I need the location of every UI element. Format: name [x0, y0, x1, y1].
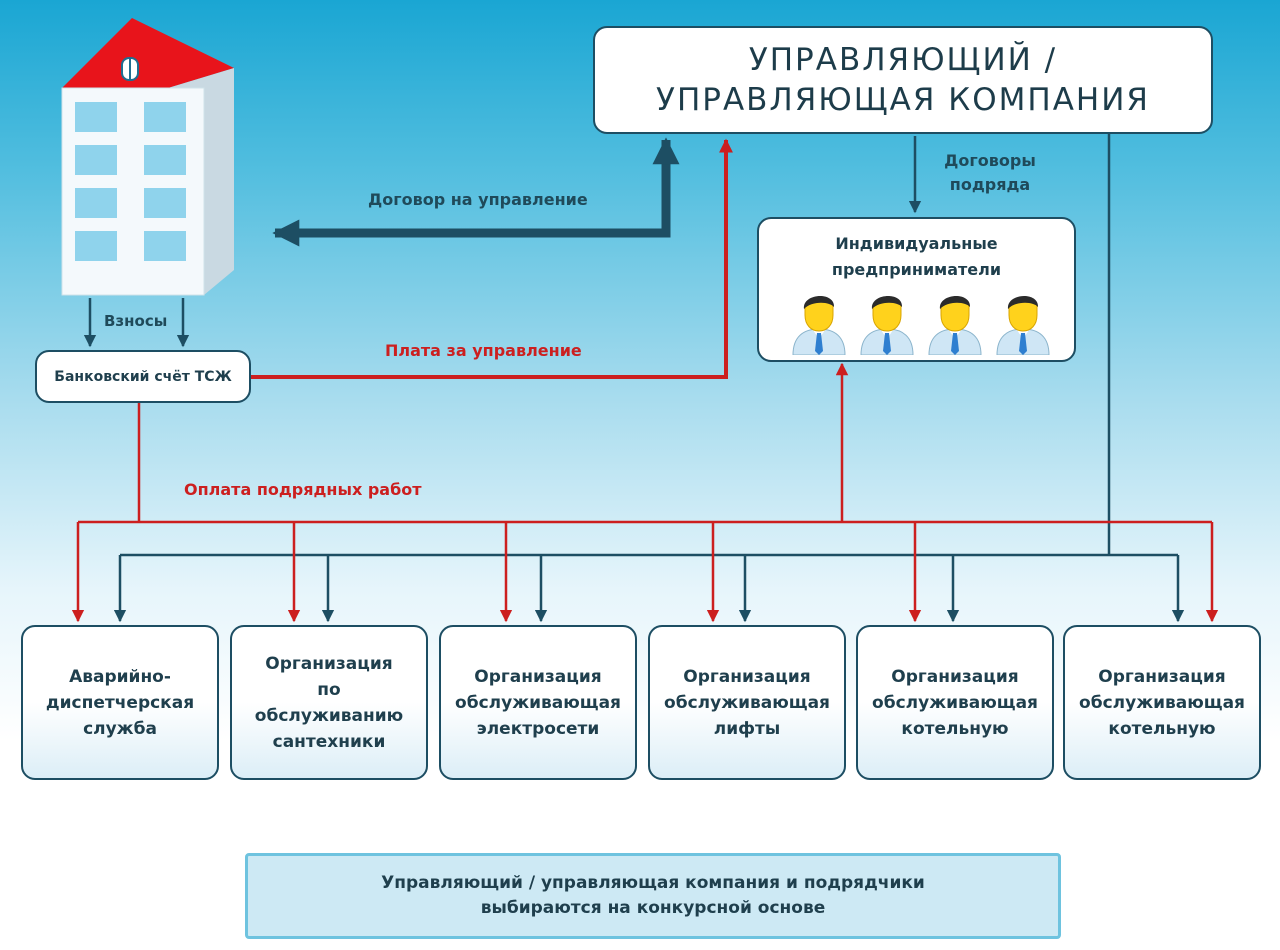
organization-line: котельную	[901, 718, 1009, 739]
manager-box: УПРАВЛЯЮЩИЙ / УПРАВЛЯЮЩАЯ КОМПАНИЯ	[593, 26, 1213, 134]
organization-box: Организация обслуживающая котельную	[1063, 625, 1261, 780]
person-icon	[860, 295, 914, 355]
organization-line: обслуживающая	[664, 692, 830, 713]
footer-note: Управляющий / управляющая компания и под…	[245, 853, 1061, 939]
management-fee-label: Плата за управление	[385, 341, 582, 360]
individual-entrepreneurs-title: Индивидуальные предприниматели	[759, 231, 1074, 283]
work-contracts-label-line1: Договоры	[944, 151, 1036, 170]
manager-title-line2: УПРАВЛЯЮЩАЯ КОМПАНИЯ	[656, 82, 1150, 118]
contractor-payment-label: Оплата подрядных работ	[184, 480, 422, 499]
organization-line: Организация	[683, 666, 811, 687]
organization-line: диспетчерская	[45, 692, 195, 713]
footer-note-line2: выбираются на конкурсной основе	[480, 898, 826, 918]
organization-line: служба	[83, 718, 157, 739]
management-fee-arrow	[251, 138, 733, 379]
apartment-building-icon	[61, 18, 234, 296]
work-contracts-label: Договоры подряда	[935, 149, 1045, 197]
person-icon	[792, 295, 846, 355]
organization-line: по	[317, 679, 341, 700]
organization-line: Аварийно-	[69, 666, 171, 687]
organization-box: Аварийно- диспетчерская служба	[21, 625, 219, 780]
person-icon	[928, 295, 982, 355]
organization-box: Организация обслуживающая лифты	[648, 625, 846, 780]
organization-line: котельную	[1108, 718, 1216, 739]
manager-title-line1: УПРАВЛЯЮЩИЙ /	[748, 42, 1058, 78]
organization-line: обслуживающая	[455, 692, 621, 713]
organization-line: Организация	[1098, 666, 1226, 687]
management-contract-label: Договор на управление	[368, 190, 588, 209]
bank-account-label: Банковский счёт ТСЖ	[54, 368, 232, 385]
individual-entrepreneurs-title-line1: Индивидуальные	[835, 234, 998, 253]
organization-line: электросети	[476, 718, 600, 739]
organization-line: лифты	[713, 718, 781, 739]
individual-entrepreneurs-title-line2: предприниматели	[831, 260, 1002, 279]
person-icons	[789, 289, 1054, 355]
organization-line: обслуживанию	[254, 705, 404, 726]
organization-line: Организация	[474, 666, 602, 687]
contributions-label: Взносы	[104, 312, 168, 330]
organization-line: сантехники	[272, 731, 386, 752]
organization-line: Организация	[265, 653, 393, 674]
organization-line: обслуживающая	[1079, 692, 1245, 713]
footer-note-line1: Управляющий / управляющая компания и под…	[381, 873, 925, 893]
work-contracts-label-line2: подряда	[949, 175, 1031, 194]
management-contract-arrow	[272, 137, 680, 247]
organization-line: Организация	[891, 666, 1019, 687]
organization-box: Организация по обслуживанию сантехники	[230, 625, 428, 780]
organization-box: Организация обслуживающая котельную	[856, 625, 1054, 780]
organization-box: Организация обслуживающая электросети	[439, 625, 637, 780]
person-icon	[996, 295, 1050, 355]
individual-entrepreneurs-box: Индивидуальные предприниматели	[757, 217, 1076, 362]
organization-line: обслуживающая	[872, 692, 1038, 713]
bank-account-box: Банковский счёт ТСЖ	[35, 350, 251, 403]
